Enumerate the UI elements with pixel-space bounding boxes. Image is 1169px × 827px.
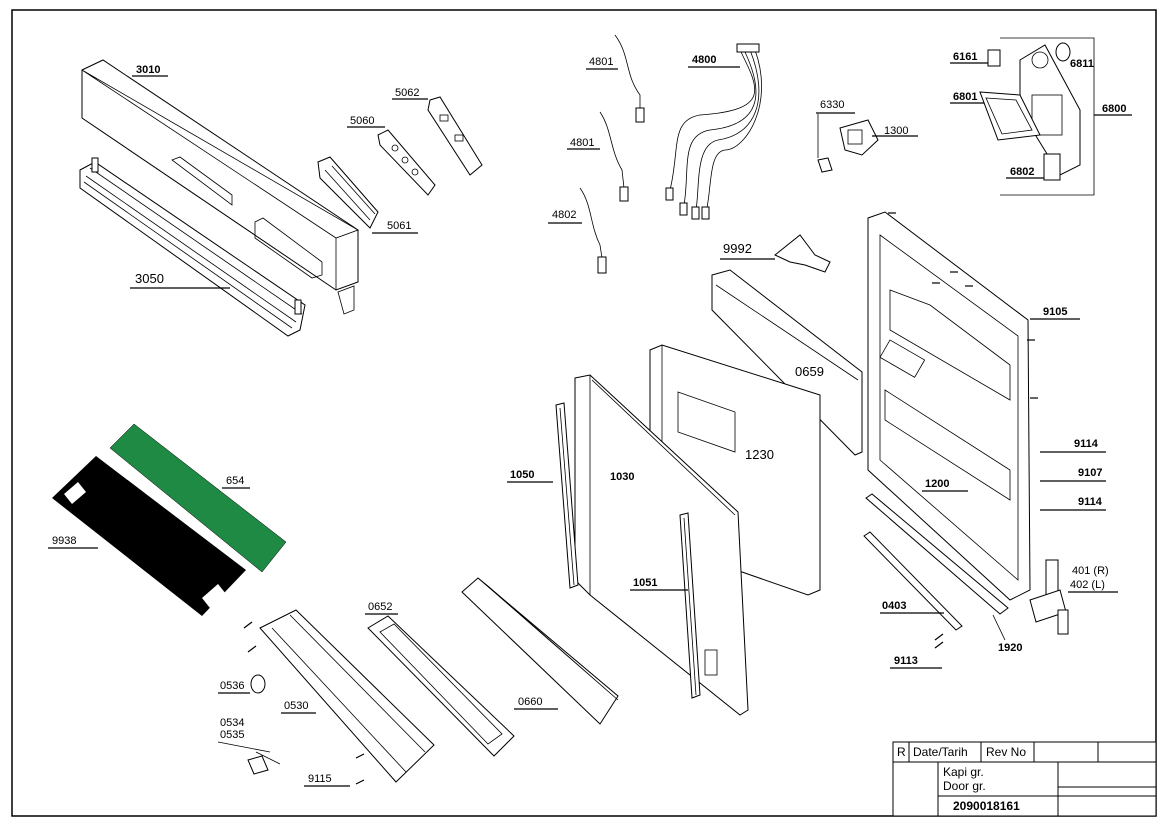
label-6800: 6800 [1102, 103, 1126, 115]
label-9938: 9938 [52, 535, 76, 547]
part-6330-lock-clip [817, 157, 833, 173]
part-1051-side-rail [679, 512, 701, 699]
label-1050: 1050 [510, 469, 534, 481]
label-1030: 1030 [610, 471, 634, 483]
label-1920: 1920 [998, 642, 1022, 654]
title-block-name-tr: Kapi gr. [943, 765, 984, 779]
title-block-date-header: Date/Tarih [913, 745, 968, 759]
part-6802-actuator [1043, 153, 1061, 181]
label-3010: 3010 [136, 64, 160, 76]
label-9107: 9107 [1078, 467, 1102, 479]
label-6801: 6801 [953, 91, 977, 103]
part-4800-harness [665, 43, 762, 220]
part-1920-bottom-strip [865, 493, 1009, 615]
label-4802: 4802 [552, 209, 576, 221]
part-1050-side-rail [555, 402, 579, 589]
label-9113: 9113 [894, 655, 918, 667]
part-5060-module [377, 129, 436, 196]
part-1200-inner-door [867, 211, 1031, 601]
part-6161-spring [987, 49, 1001, 67]
part-9938-insulation-mat [52, 456, 246, 616]
label-9115: 9115 [308, 773, 332, 785]
drawing-frame [11, 9, 1157, 817]
label-1300: 1300 [884, 125, 908, 137]
screw-set-door [888, 212, 1038, 399]
label-654: 654 [226, 475, 244, 487]
part-9992-bracket [774, 234, 831, 273]
label-9114-lower: 9114 [1078, 496, 1103, 508]
part-0652-handle [367, 615, 515, 757]
label-4800: 4800 [692, 54, 716, 66]
label-4801-lower: 4801 [570, 137, 594, 149]
label-0534: 0534 [220, 717, 244, 729]
label-6161: 6161 [953, 51, 977, 63]
part-6801-lid-gasket [979, 91, 1041, 141]
label-402: 402 (L) [1070, 579, 1105, 591]
part-9113-screws [934, 633, 944, 649]
title-block [892, 741, 1157, 817]
part-3010-control-panel [81, 59, 359, 315]
part-5061-module [317, 156, 379, 229]
part-5062-module [427, 96, 483, 176]
part-4801-sensor-upper [614, 34, 645, 123]
part-0403-seal-strip [863, 531, 963, 631]
label-6811: 6811 [1070, 58, 1094, 70]
label-0530: 0530 [284, 700, 308, 712]
part-0530-lower-cover [259, 609, 435, 783]
title-block-rev-header: Rev No [986, 745, 1026, 759]
label-1051: 1051 [633, 577, 657, 589]
label-9992: 9992 [723, 241, 752, 256]
part-3050-frame-rail [79, 157, 306, 337]
part-0659-insulation [711, 269, 863, 456]
label-0652: 0652 [368, 601, 392, 613]
label-6330: 6330 [820, 99, 844, 111]
label-5062: 5062 [395, 87, 419, 99]
title-block-doc-number: 2090018161 [953, 799, 1020, 813]
label-9105: 9105 [1043, 306, 1067, 318]
part-0536-clip [250, 674, 266, 694]
part-401-402-hinge [1029, 559, 1069, 635]
label-1230: 1230 [745, 447, 774, 462]
label-401: 401 (R) [1072, 565, 1109, 577]
title-block-name-en: Door gr. [943, 779, 986, 793]
label-5060: 5060 [350, 115, 374, 127]
label-0659: 0659 [795, 364, 824, 379]
part-4801-sensor-lower [599, 111, 629, 202]
title-block-r-header: R [897, 745, 906, 759]
part-0660-foam-block [461, 577, 619, 725]
label-9114-upper: 9114 [1074, 438, 1099, 450]
label-5061: 5061 [387, 220, 411, 232]
part-0534-0535-latch [247, 751, 281, 775]
screw-set-lower [243, 621, 365, 785]
part-4802-sensor [579, 187, 607, 274]
label-0535: 0535 [220, 729, 244, 741]
label-0660: 0660 [518, 696, 542, 708]
label-0403: 0403 [882, 600, 906, 612]
label-0536: 0536 [220, 680, 244, 692]
label-4801-upper: 4801 [589, 56, 613, 68]
label-6802: 6802 [1010, 166, 1034, 178]
part-1300-door-lock [839, 119, 879, 156]
label-1200: 1200 [925, 478, 949, 490]
part-6811-seal-ring [1055, 42, 1071, 62]
part-654-filter-pad [109, 423, 287, 573]
label-3050: 3050 [135, 271, 164, 286]
